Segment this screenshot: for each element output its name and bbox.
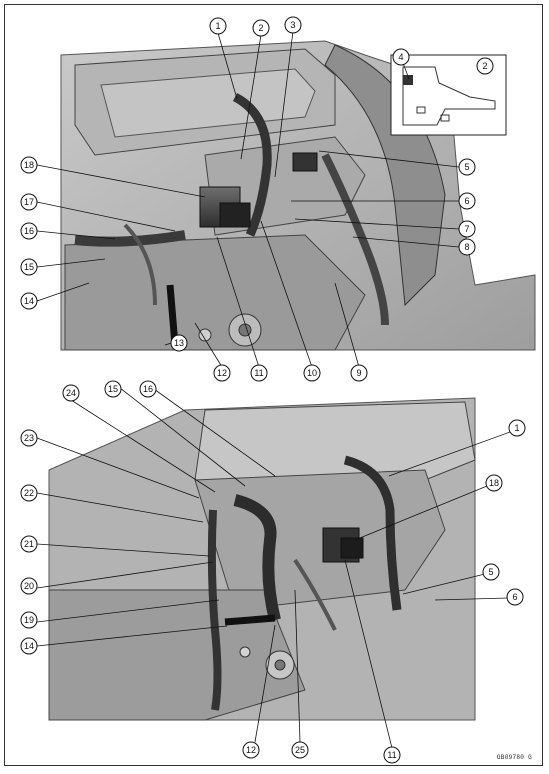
top-callout-6: 6 [464,196,469,206]
bottom-callout-25: 25 [295,745,305,755]
bottom-callout-6: 6 [512,592,517,602]
figure-frame: 1 2 3 4 2 5 6 7 8 9 10 11 12 13 14 15 16… [4,4,543,766]
top-callout-13: 13 [174,338,184,348]
bottom-callout-20: 20 [24,581,34,591]
bottom-callout-14: 14 [24,641,34,651]
bottom-callout-16: 16 [143,384,153,394]
top-callout-15: 15 [24,262,34,272]
bottom-callout-19: 19 [24,615,34,625]
bottom-callout-12: 12 [246,745,256,755]
bottom-engine-illustration: 1 18 5 6 11 25 12 14 19 20 21 22 23 24 1… [20,380,526,764]
top-engine-illustration: 1 2 3 4 2 5 6 7 8 9 10 11 12 13 14 15 16… [20,16,536,382]
top-callout-17: 17 [24,197,34,207]
top-callout-1: 1 [215,21,220,31]
top-callout-4: 4 [398,52,403,62]
bottom-callout-5: 5 [488,567,493,577]
bottom-callout-1: 1 [514,423,519,433]
bottom-callout-23: 23 [24,433,34,443]
bottom-callout-24: 24 [66,388,76,398]
top-callout-7: 7 [464,224,469,234]
inset-label: 2 [482,61,487,71]
figure-code: GB09780 G [496,754,532,761]
top-callout-12: 12 [217,368,227,378]
top-callout-14: 14 [24,296,34,306]
bottom-callout-18: 18 [489,478,499,488]
top-callout-9: 9 [356,368,361,378]
top-callout-8: 8 [464,242,469,252]
top-callout-18: 18 [24,160,34,170]
top-callout-3: 3 [290,20,295,30]
top-callout-2: 2 [258,23,263,33]
bottom-callout-15: 15 [108,384,118,394]
bottom-callout-11: 11 [387,750,396,760]
bottom-callout-22: 22 [24,488,34,498]
top-callout-16: 16 [24,226,34,236]
top-callout-10: 10 [307,368,317,378]
top-callout-11: 11 [254,368,263,378]
bottom-callout-21: 21 [24,539,34,549]
top-callout-5: 5 [464,162,469,172]
